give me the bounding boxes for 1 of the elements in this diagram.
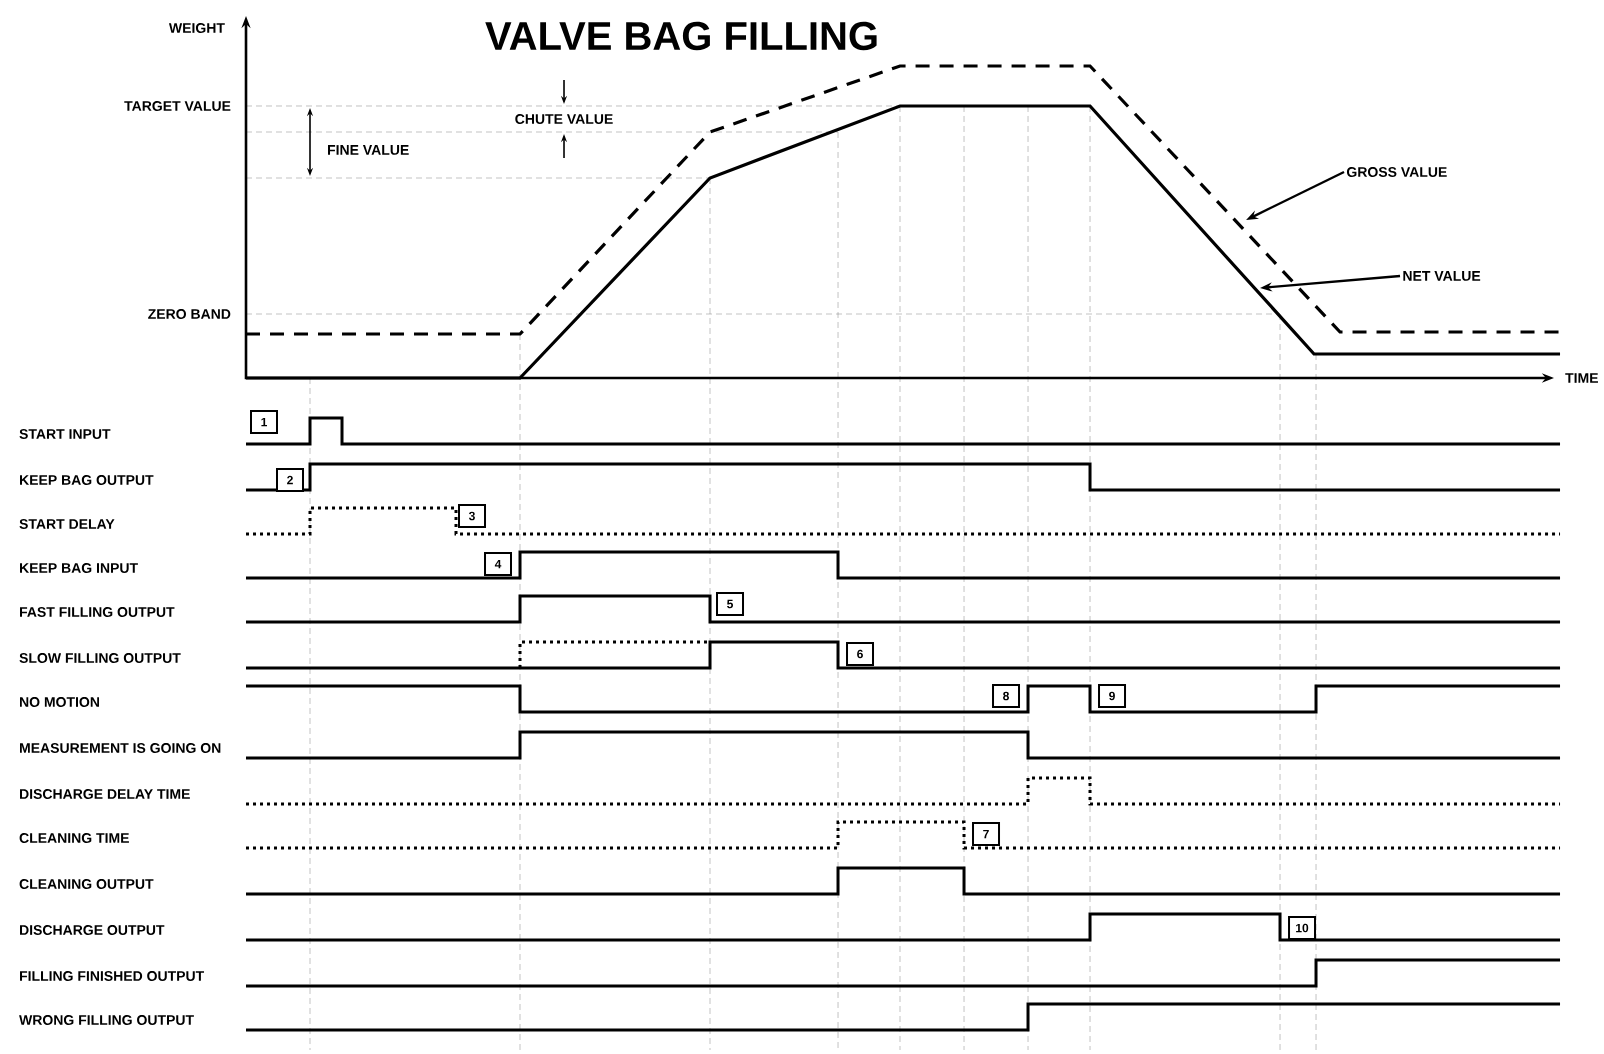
chart-title: VALVE BAG FILLING — [485, 21, 877, 51]
